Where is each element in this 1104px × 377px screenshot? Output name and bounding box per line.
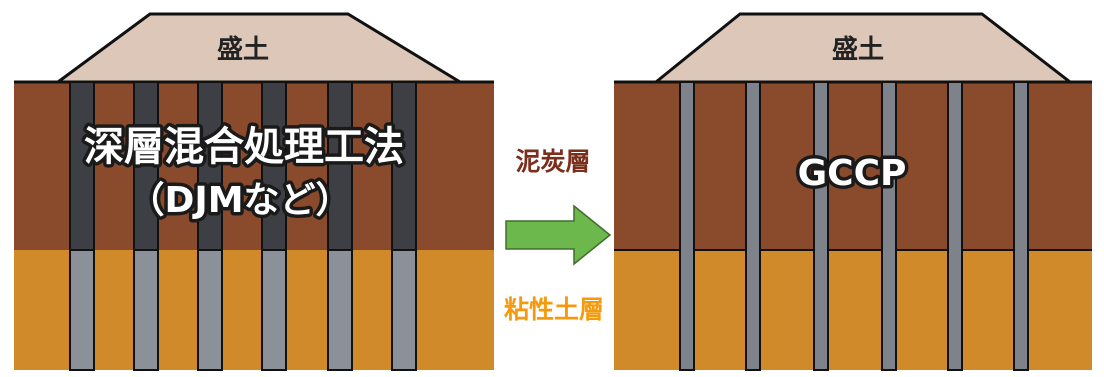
djm-column — [197, 81, 223, 371]
right-panel: 盛土 GCCP — [614, 12, 1092, 371]
gccp-column — [813, 81, 829, 371]
peat-layer-label: 泥炭層 — [515, 147, 590, 176]
gccp-columns — [679, 81, 1029, 371]
right-method-title: GCCP — [798, 153, 907, 194]
clay-layer-label: 粘性土層 — [504, 295, 604, 324]
gccp-column — [947, 81, 963, 371]
gccp-column — [745, 81, 761, 371]
gccp-column — [881, 81, 897, 371]
djm-column — [327, 81, 353, 371]
djm-column — [69, 81, 95, 371]
gccp-column — [679, 81, 695, 371]
middle-legend: 泥炭層 粘性土層 — [504, 147, 612, 324]
right-arrow-icon — [505, 204, 612, 266]
djm-column — [261, 81, 287, 371]
dry-jet-mixing-columns — [69, 81, 417, 371]
right-embankment-label: 盛土 — [832, 34, 884, 65]
gccp-column — [1013, 81, 1029, 371]
left-embankment-label: 盛土 — [217, 34, 269, 65]
left-panel: 盛土 — [14, 12, 494, 371]
djm-column — [391, 81, 417, 371]
left-method-title: 深層混合処理工法 — [84, 124, 404, 170]
left-method-subtitle: （DJMなど） — [128, 180, 351, 221]
djm-column — [133, 81, 159, 371]
